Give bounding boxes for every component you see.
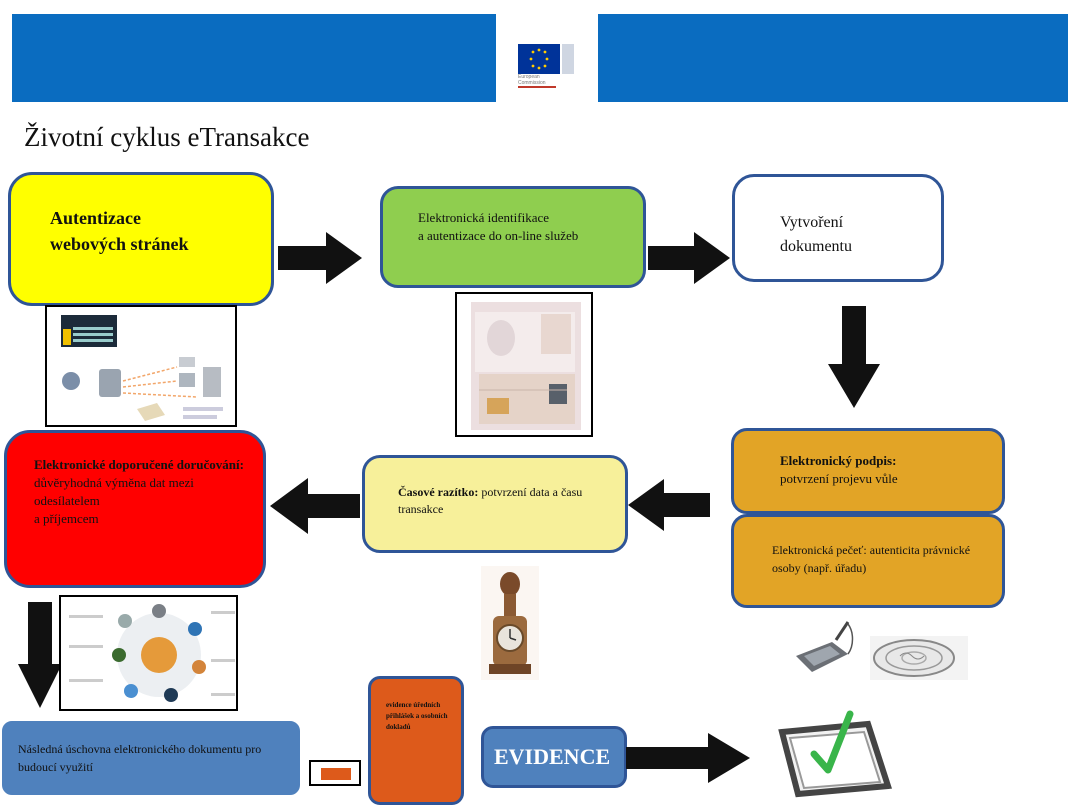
- arrow-right-1: [278, 230, 364, 286]
- header-band-left: [12, 14, 496, 102]
- timestamp-label: Časové razítko: potvrzení data a času tr…: [398, 484, 608, 518]
- arrow-left-1: [626, 477, 712, 533]
- eu-flag-icon: [518, 44, 574, 88]
- header-band-right: [598, 14, 1068, 102]
- arrow-left-2: [268, 476, 362, 536]
- logo-caption-1: European: [518, 74, 540, 80]
- seal-image: [870, 636, 968, 680]
- arrow-down-1: [826, 306, 882, 410]
- eu-logo: European Commission: [498, 14, 596, 102]
- network-diagram-image: [45, 305, 237, 427]
- archive-label: Následná úschovna elektronického dokumen…: [18, 742, 262, 774]
- create-doc-box: [732, 174, 944, 282]
- arrow-right-2: [648, 231, 732, 285]
- arrow-down-2: [16, 602, 64, 710]
- eseal-box: [731, 514, 1005, 608]
- esign-text: potvrzení projevu vůle: [780, 471, 898, 486]
- checkmark-icon: [764, 708, 904, 800]
- eseal-label: Elektronická pečeť: autenticita právnick…: [772, 543, 971, 575]
- esign-label: Elektronický podpis: potvrzení projevu v…: [780, 452, 990, 488]
- signature-pad-image: [792, 618, 856, 678]
- delivery-box: [4, 430, 266, 588]
- eid-box: [380, 186, 646, 288]
- archive-box: [2, 721, 300, 795]
- delivery-text: důvěryhodná výměna dat mezi odesílatelem…: [34, 475, 194, 526]
- eid-label: Elektronická identifikace a autentizace …: [418, 210, 579, 243]
- orange-marker-fill: [321, 768, 351, 780]
- id-card-image: [455, 292, 593, 437]
- delivery-cycle-image: [59, 595, 238, 711]
- logo-caption-2: Commission: [518, 80, 546, 86]
- timestamp-box: [362, 455, 628, 553]
- web-auth-box: [8, 172, 274, 306]
- esign-box: [731, 428, 1005, 514]
- create-doc-label: Vytvoření dokumentu: [780, 214, 852, 255]
- evidence-box: [481, 726, 627, 788]
- delivery-label: Elektronické doporučené doručování: důvě…: [34, 456, 254, 528]
- timestamp-text: potvrzení data a času transakce: [398, 485, 583, 516]
- page-title: Životní cyklus eTransakce: [24, 122, 310, 152]
- arrow-right-3: [626, 732, 752, 784]
- stamp-clock-image: [481, 566, 539, 680]
- timestamp-bold: Časové razítko:: [398, 485, 479, 499]
- esign-bold: Elektronický podpis:: [780, 453, 897, 468]
- evidence-small-box: [368, 676, 464, 805]
- delivery-bold: Elektronické doporučené doručování:: [34, 457, 244, 472]
- orange-marker: [309, 760, 361, 786]
- web-auth-label: Autentizace webových stránek: [50, 208, 189, 254]
- evidence-label: EVIDENCE: [494, 744, 611, 769]
- evidence-small-label: evidence úředních přihlášek a osobních d…: [386, 701, 448, 731]
